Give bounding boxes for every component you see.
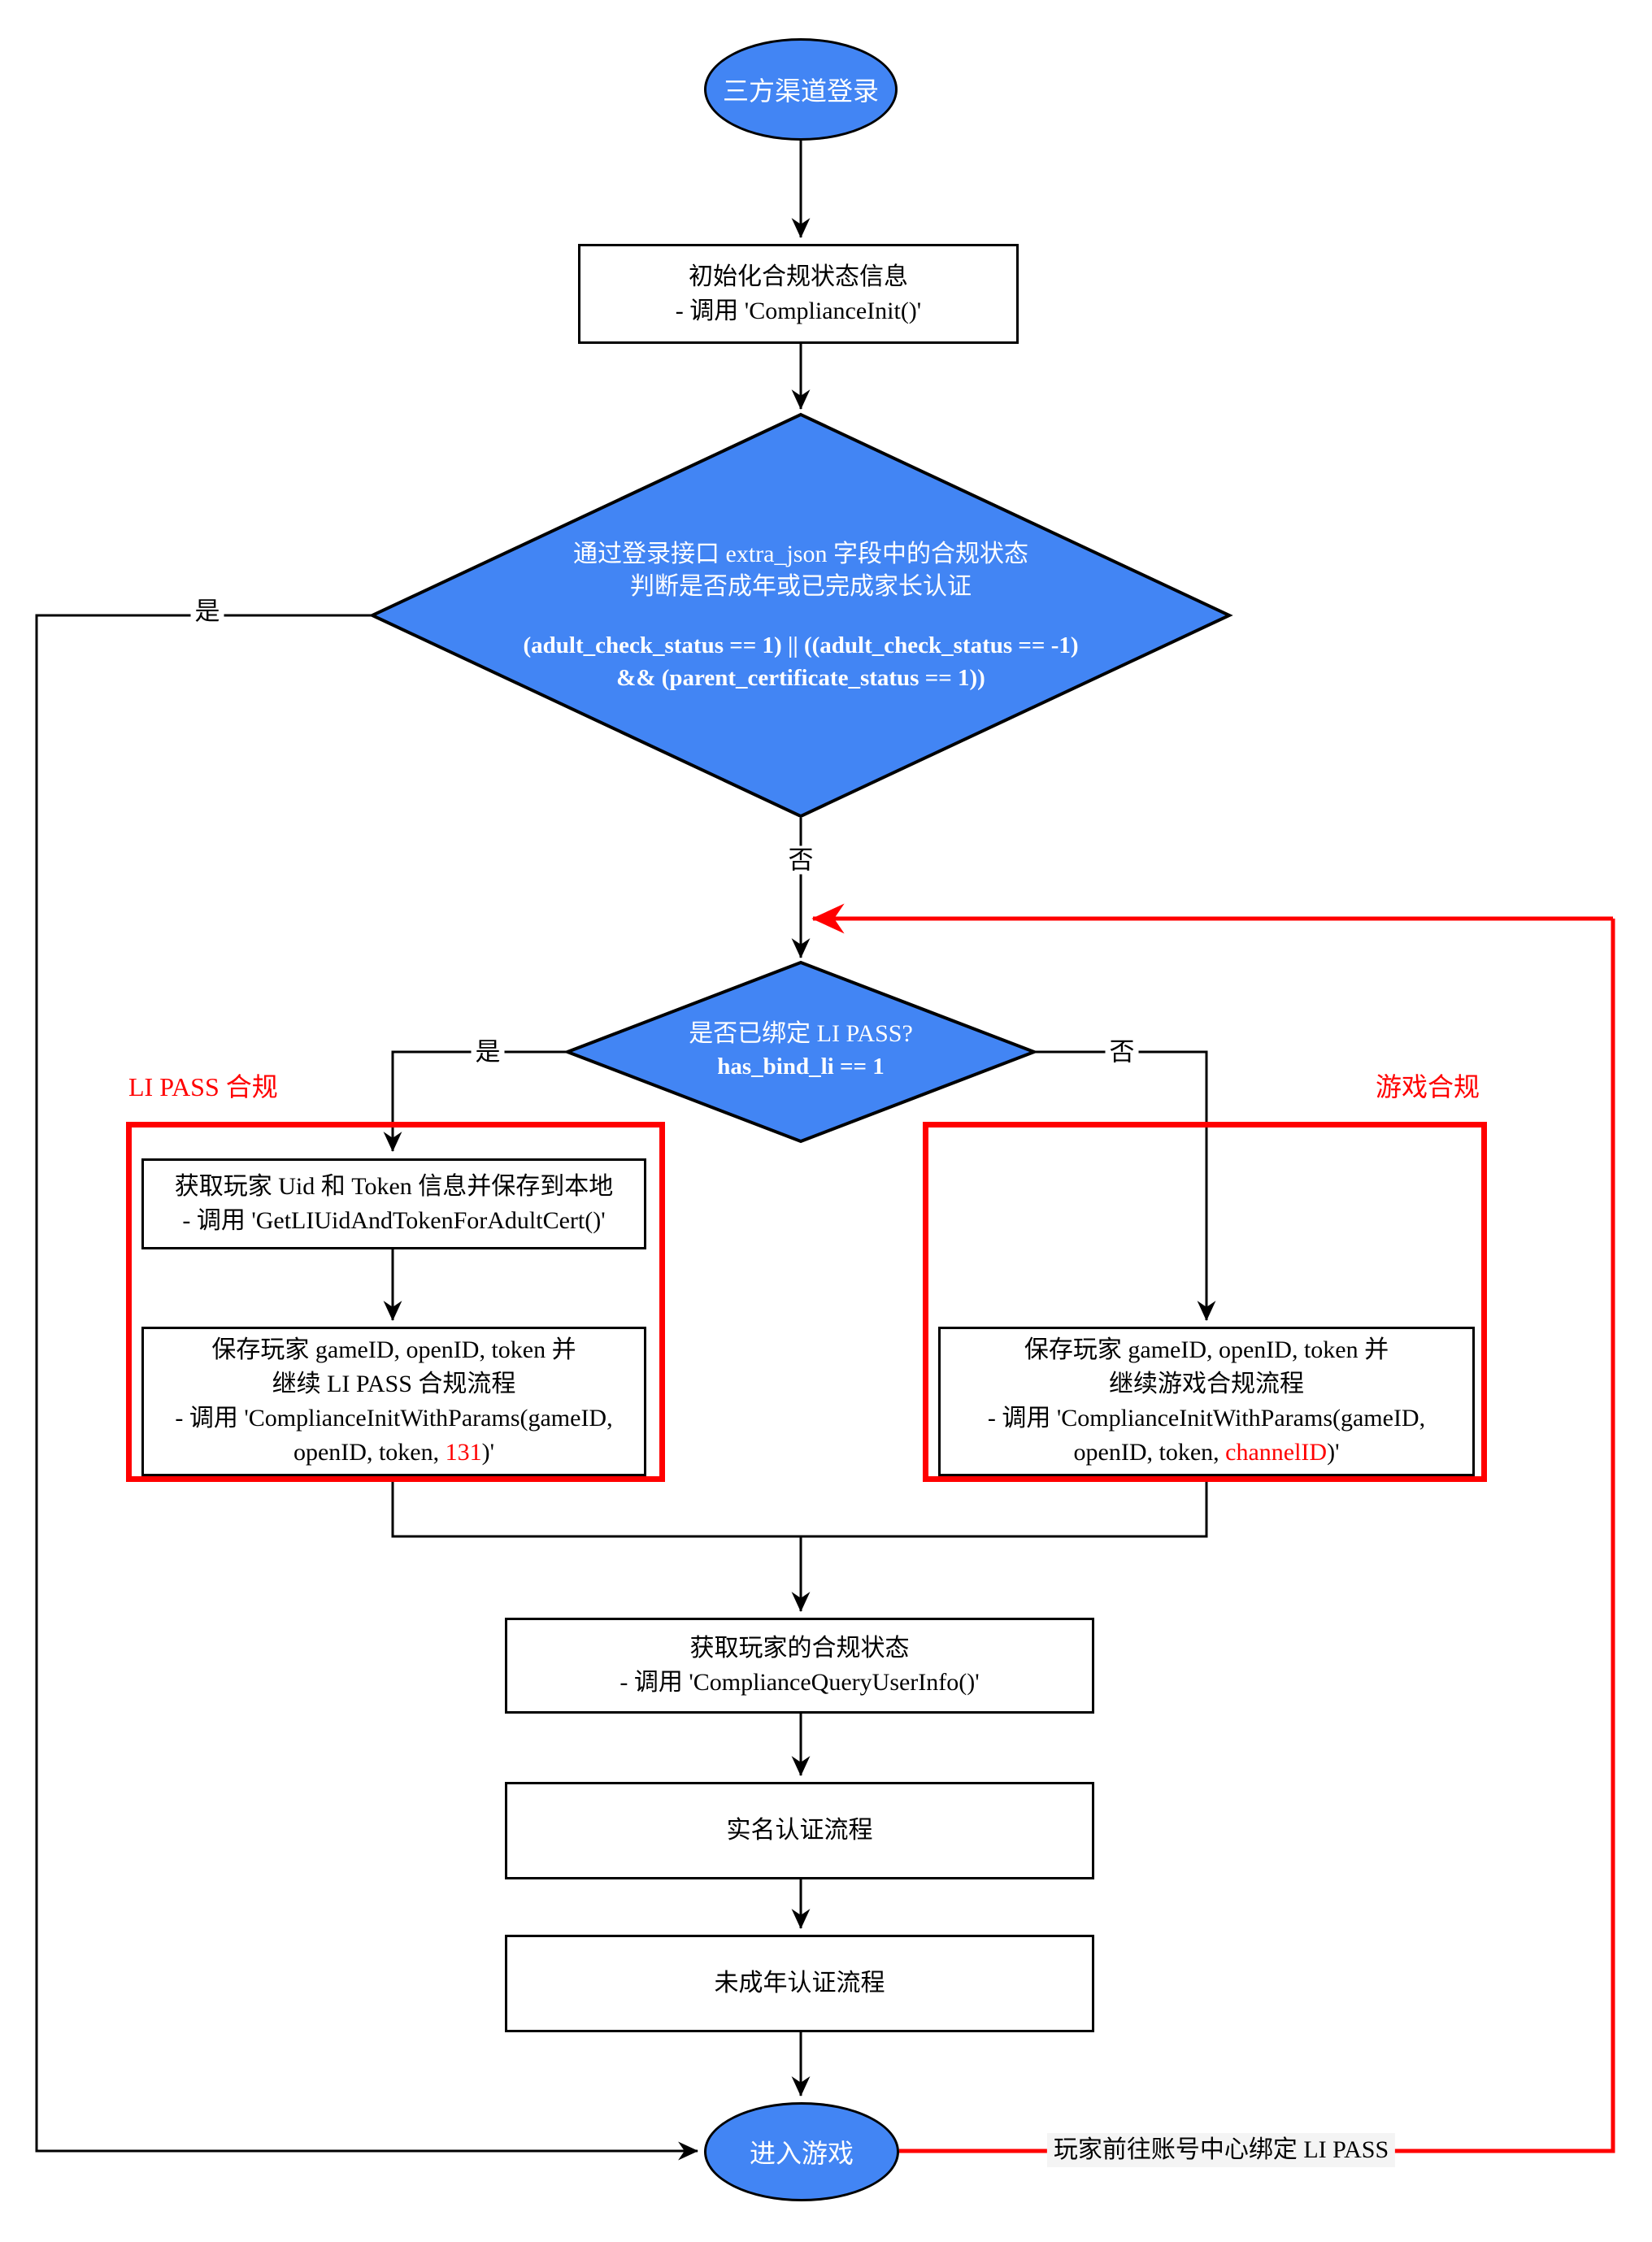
minor-process: 未成年认证流程 — [505, 1935, 1094, 2032]
li-save-line3: - 调用 'ComplianceInitWithParams(gameID, — [175, 1405, 613, 1432]
bind-no-label: 否 — [1105, 1037, 1139, 1067]
li-get-line2: - 调用 'GetLIUidAndTokenForAdultCert()' — [182, 1207, 606, 1234]
age-decision-cond2: && (parent_certificate_status == 1)) — [616, 665, 985, 691]
start-terminator: 三方渠道登录 — [704, 38, 898, 141]
li-save-process: 保存玩家 gameID, openID, token 并 继续 LI PASS … — [141, 1327, 646, 1476]
age-decision-text: 通过登录接口 extra_json 字段中的合规状态 判断是否成年或已完成家长认… — [443, 538, 1159, 694]
li-pass-group-frame — [126, 1122, 665, 1482]
bind-decision-line1: 是否已绑定 LI PASS? — [689, 1020, 913, 1047]
edge-li-save-merge — [391, 1476, 801, 1538]
age-decision-line2: 判断是否成年或已完成家长认证 — [630, 573, 972, 600]
age-decision-diamond — [368, 412, 1233, 819]
realname-process: 实名认证流程 — [505, 1782, 1094, 1879]
init-line2: - 调用 'ComplianceInit()' — [675, 297, 922, 324]
init-line1: 初始化合规状态信息 — [689, 263, 908, 290]
li-save-line4: openID, token, 131)' — [293, 1436, 494, 1470]
game-save-line3: - 调用 'ComplianceInitWithParams(gameID, — [987, 1405, 1426, 1432]
bind-decision-diamond — [563, 960, 1039, 1144]
li-save-line4-post: )' — [481, 1439, 495, 1466]
game-save-line4: openID, token, channelID)' — [1074, 1436, 1340, 1470]
query-process: 获取玩家的合规状态 - 调用 'ComplianceQueryUserInfo(… — [505, 1618, 1094, 1714]
game-save-line4-post: )' — [1327, 1439, 1340, 1466]
age-no-label: 否 — [784, 845, 818, 875]
bind-decision-text: 是否已绑定 LI PASS? has_bind_li == 1 — [598, 1018, 1004, 1083]
game-save-line1: 保存玩家 gameID, openID, token 并 — [1024, 1336, 1389, 1363]
li-get-line1: 获取玩家 Uid 和 Token 信息并保存到本地 — [174, 1173, 614, 1200]
end-terminator: 进入游戏 — [704, 2102, 899, 2201]
bind-decision-cond: has_bind_li == 1 — [717, 1054, 885, 1080]
li-save-line1: 保存玩家 gameID, openID, token 并 — [211, 1336, 576, 1363]
age-decision-cond1: (adult_check_status == 1) || ((adult_che… — [523, 632, 1079, 658]
li-pass-group-caption: LI PASS 合规 — [128, 1072, 278, 1101]
li-save-channel-value: 131 — [445, 1439, 482, 1466]
minor-label: 未成年认证流程 — [714, 1970, 885, 1997]
game-save-process: 保存玩家 gameID, openID, token 并 继续游戏合规流程 - … — [938, 1327, 1475, 1476]
edge-game-save-merge — [801, 1476, 1208, 1538]
game-save-channel-value: channelID — [1225, 1439, 1328, 1466]
realname-label: 实名认证流程 — [726, 1817, 873, 1844]
li-get-process: 获取玩家 Uid 和 Token 信息并保存到本地 - 调用 'GetLIUid… — [141, 1158, 646, 1249]
edge-bind-yes-to-li-get — [383, 1050, 567, 1153]
bind-yes-label: 是 — [471, 1037, 505, 1067]
game-group-caption: 游戏合规 — [1376, 1072, 1480, 1101]
end-label: 进入游戏 — [749, 2139, 854, 2168]
game-save-line2: 继续游戏合规流程 — [1109, 1371, 1304, 1397]
init-process: 初始化合规状态信息 - 调用 'ComplianceInit()' — [578, 244, 1019, 344]
start-label: 三方渠道登录 — [722, 76, 879, 106]
query-line1: 获取玩家的合规状态 — [689, 1635, 910, 1662]
age-decision-line1: 通过登录接口 extra_json 字段中的合规状态 — [573, 541, 1028, 567]
game-save-line4-pre: openID, token, — [1073, 1439, 1226, 1466]
edge-bind-no-to-game-save — [1034, 1050, 1216, 1322]
age-yes-label: 是 — [190, 597, 224, 626]
li-save-line4-pre: openID, token, — [293, 1439, 446, 1466]
feedback-annotation: 玩家前往账号中心绑定 LI PASS — [1046, 2133, 1396, 2167]
game-group-frame — [923, 1122, 1487, 1482]
query-line2: - 调用 'ComplianceQueryUserInfo()' — [620, 1669, 980, 1696]
li-save-line2: 继续 LI PASS 合规流程 — [272, 1371, 516, 1397]
